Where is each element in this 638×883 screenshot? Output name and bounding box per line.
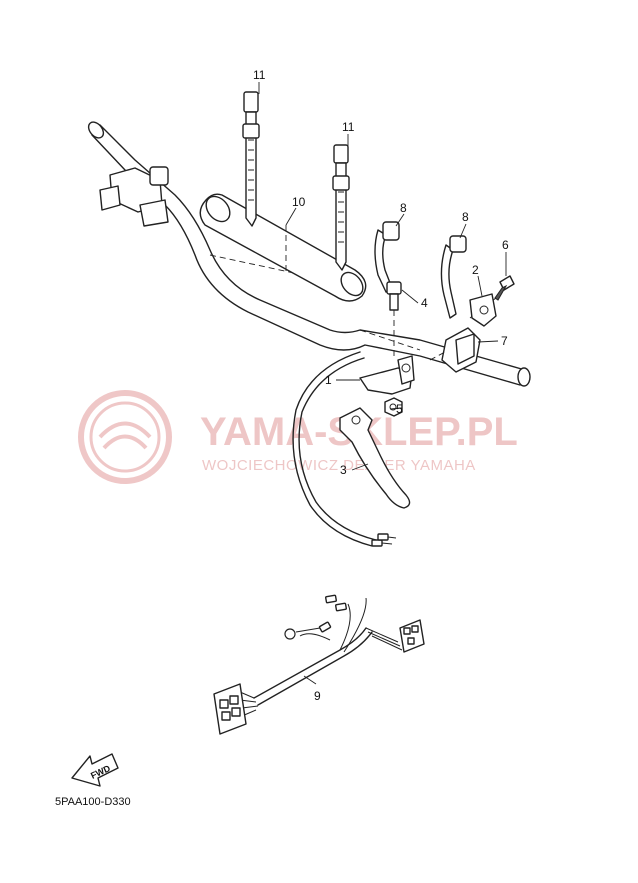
callout-1: 1 <box>325 373 332 387</box>
callout-10: 10 <box>292 195 306 209</box>
bracket-2 <box>469 293 497 327</box>
lever-holder-7 <box>429 327 481 373</box>
watermark-subtitle: WOJCIECHOWICZ DEALER YAMAHA <box>202 457 476 474</box>
callout-8b: 8 <box>462 210 469 224</box>
callout-5: 5 <box>396 402 403 416</box>
callout-4: 4 <box>421 296 428 310</box>
lever-3 <box>339 407 411 509</box>
band-right <box>440 235 467 319</box>
callout-3: 3 <box>340 463 347 477</box>
wire-harness-9 <box>213 594 425 735</box>
callout-8a: 8 <box>400 201 407 215</box>
callout-6: 6 <box>502 238 509 252</box>
watermark-logo <box>78 390 172 484</box>
switch-cable <box>292 351 397 547</box>
cable-tie-right <box>332 144 350 271</box>
leader-lines <box>258 82 507 685</box>
lever-bracket-1 <box>359 355 415 395</box>
bolt-4 <box>386 281 402 358</box>
callout-7: 7 <box>501 334 508 348</box>
cable-tie-left <box>242 91 260 227</box>
handlebar-clamp <box>99 166 169 227</box>
callout-11a: 11 <box>253 68 266 82</box>
callout-2: 2 <box>472 263 479 277</box>
callout-11b: 11 <box>342 120 355 134</box>
fwd-arrow-icon: FWD <box>71 753 119 787</box>
diagram-code: 5PAA100-D330 <box>55 796 131 808</box>
callout-9: 9 <box>314 689 321 703</box>
callouts: 11 11 10 8 8 6 2 4 7 1 5 3 9 <box>253 68 509 703</box>
handlebar-pad <box>199 193 367 302</box>
handlebar <box>87 121 531 387</box>
